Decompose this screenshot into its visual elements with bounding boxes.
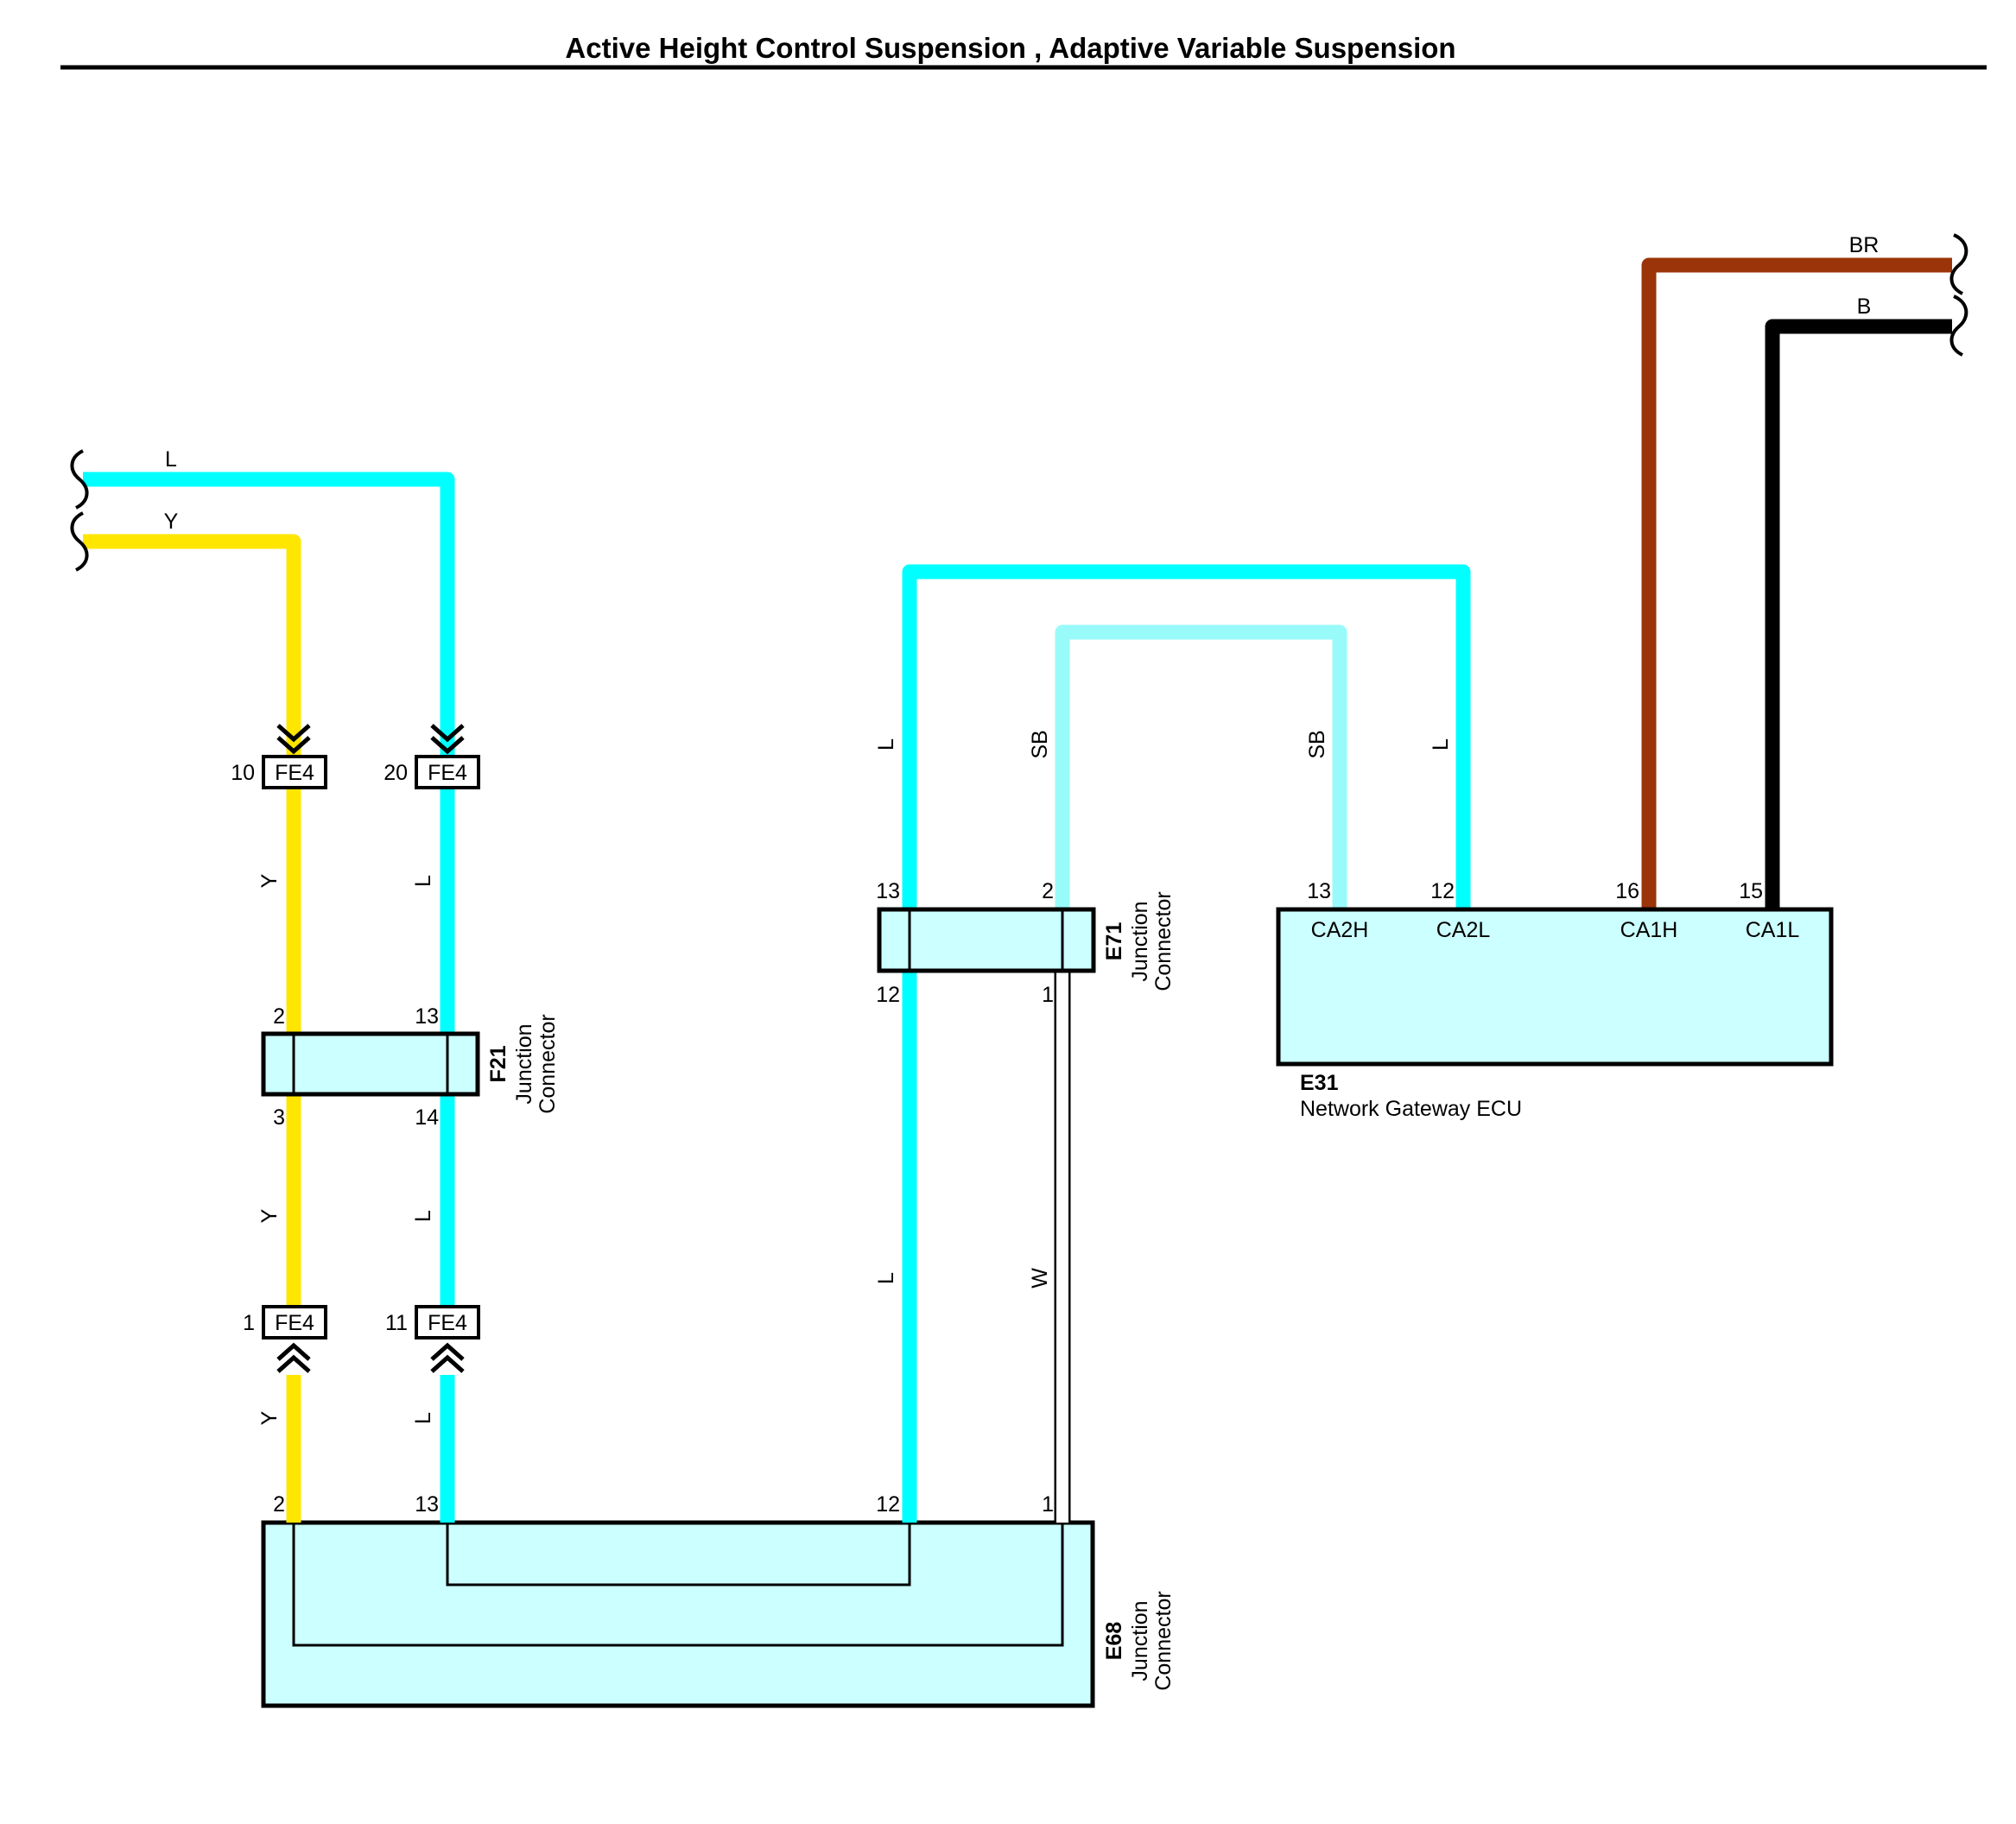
e68-junction-connector [261, 1520, 1095, 1708]
e71-name-line2: Connector [1151, 891, 1176, 991]
fe4-pin-20: 20 [384, 761, 408, 785]
f21-pin-2: 2 [273, 1004, 285, 1029]
chevron-icons [276, 724, 465, 1373]
f21-id: F21 [486, 1045, 510, 1082]
e31-terminal-ca2l: CA2L [1436, 918, 1491, 942]
e31-terminal-ca2h: CA2H [1311, 918, 1369, 942]
wire-label-y-seg3: Y [257, 1410, 282, 1425]
wire-label-y-left-feed: Y [164, 510, 179, 534]
e68-pin-1: 1 [1042, 1492, 1054, 1517]
e68-name-line2: Connector [1151, 1591, 1176, 1690]
f21-junction-connector [261, 1031, 480, 1097]
fe4-pin-1: 1 [243, 1311, 255, 1335]
fe4-label: FE4 [275, 1311, 314, 1335]
f21-pin-3: 3 [273, 1105, 285, 1130]
break-mark-l-left [70, 449, 89, 510]
wire-label-y-seg2: Y [257, 1208, 282, 1223]
fe4-pin-10: 10 [231, 761, 255, 785]
e31-name: Network Gateway ECU [1300, 1097, 1522, 1121]
f21-name-line2: Connector [536, 1014, 560, 1113]
wire-l-mid-loop [902, 564, 1471, 909]
e31-terminal-ca1h: CA1H [1620, 918, 1678, 942]
f21-pin-14: 14 [415, 1105, 439, 1130]
wire-break-marks [70, 233, 1968, 572]
e31-pin-15: 15 [1739, 879, 1763, 903]
break-mark-br-right [1949, 233, 1968, 295]
f21-name-line1: Junction [512, 1023, 536, 1104]
e68-pin-12: 12 [876, 1492, 900, 1517]
wire-label-l-ecu: L [1429, 738, 1453, 750]
chevron-down-icon [430, 724, 465, 755]
e31-pin-13: 13 [1307, 879, 1331, 903]
e71-pin-12: 12 [876, 983, 900, 1007]
e68-pin-2: 2 [273, 1492, 285, 1517]
e68-internal-splice-l [446, 1523, 911, 1586]
chevron-up-icon [276, 1342, 311, 1373]
break-mark-b-right [1949, 294, 1968, 357]
diagram-title: Active Height Control Suspension , Adapt… [565, 32, 1455, 64]
wire-br [1641, 257, 1952, 909]
e68-internal-splice-yw [292, 1523, 1064, 1647]
wire-b [1765, 319, 1952, 909]
wire-label-b: B [1857, 294, 1872, 319]
e71-junction-connector [877, 907, 1096, 973]
e31-network-gateway-ecu [1276, 907, 1834, 1067]
e71-pin-1: 1 [1042, 983, 1054, 1007]
fe4-label: FE4 [428, 761, 467, 785]
fe4-label: FE4 [428, 1311, 467, 1335]
fe4-label: FE4 [275, 761, 314, 785]
e71-pin-13: 13 [876, 879, 900, 903]
wire-label-l-mid-up: L [874, 738, 898, 750]
wire-label-l-seg3: L [411, 1412, 435, 1424]
e68-id: E68 [1102, 1622, 1126, 1661]
e31-pin-12: 12 [1430, 879, 1455, 903]
e68-pin-13: 13 [415, 1492, 439, 1517]
chevron-up-icon [430, 1342, 465, 1373]
break-mark-y-left [70, 511, 89, 572]
wire-label-l-seg2: L [411, 1210, 435, 1222]
e71-pin-2: 2 [1042, 879, 1054, 903]
wire-l-left-feed [83, 472, 455, 757]
fe4-pin-11: 11 [385, 1311, 408, 1335]
fe4-connector-pin11: FE4 [415, 1305, 480, 1340]
wire-label-sb-ecu: SB [1305, 730, 1329, 758]
e31-id: E31 [1300, 1071, 1339, 1095]
e71-id: E71 [1102, 922, 1126, 961]
fe4-connector-pin10: FE4 [262, 755, 327, 789]
fe4-connector-pin20: FE4 [415, 755, 480, 789]
wire-y-left-feed [83, 534, 301, 757]
e31-terminal-ca1l: CA1L [1746, 918, 1800, 942]
fe4-connector-pin1: FE4 [262, 1305, 327, 1340]
wire-label-w-mid-down: W [1028, 1268, 1052, 1289]
chevron-down-icon [276, 724, 311, 755]
f21-pin-13: 13 [415, 1004, 439, 1029]
e71-name-line1: Junction [1128, 901, 1152, 981]
wire-label-sb-mid-up: SB [1028, 730, 1052, 758]
wire-label-l-left-feed: L [165, 447, 177, 472]
wire-label-y-seg1: Y [257, 873, 282, 888]
e68-name-line1: Junction [1128, 1600, 1152, 1681]
wire-label-l-seg1: L [411, 875, 435, 887]
wire-label-l-mid-down: L [874, 1272, 898, 1284]
wire-sb-loop [1055, 624, 1347, 909]
wire-label-br: BR [1849, 233, 1880, 257]
e31-pin-16: 16 [1615, 879, 1639, 903]
